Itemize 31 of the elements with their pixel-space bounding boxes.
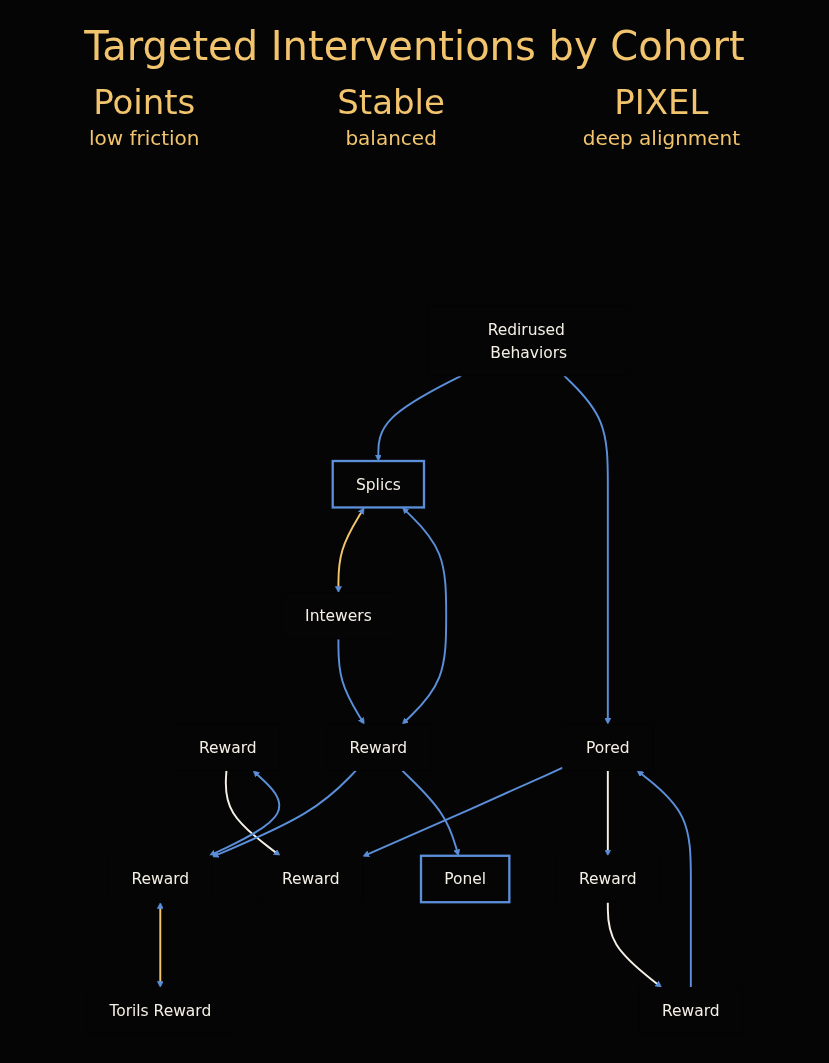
node-box: Splics xyxy=(331,459,426,509)
node-text: Reward xyxy=(579,869,637,889)
arrow xyxy=(606,901,662,988)
node-text: Intewers xyxy=(305,606,372,626)
arrow xyxy=(335,507,365,593)
arrow xyxy=(374,374,463,462)
node-box: Ponel xyxy=(419,854,511,904)
node-text: Reward xyxy=(282,869,340,889)
column-heading: Stable xyxy=(337,82,445,122)
arrow xyxy=(563,374,612,725)
title: Targeted Interventions by Cohort xyxy=(83,22,746,71)
node-text: Pored xyxy=(586,738,630,757)
column-subtitle: low friction xyxy=(88,126,200,150)
arrow xyxy=(224,769,281,857)
column-heading: Points xyxy=(92,82,197,122)
arrow xyxy=(402,507,448,725)
column-subtitle: deep alignment xyxy=(582,126,741,150)
arrow xyxy=(636,770,692,989)
arrow xyxy=(604,769,612,857)
node-text: Torils Reward xyxy=(109,1001,212,1020)
column-subtitle: balanced xyxy=(344,126,438,150)
node-text: Reward xyxy=(662,1001,720,1020)
column-heading: PIXEL xyxy=(613,82,710,122)
node-text: Reward xyxy=(349,738,408,757)
node-text: Reward xyxy=(131,869,190,889)
arrow xyxy=(209,770,281,857)
arrow xyxy=(337,638,365,725)
arrow xyxy=(156,902,164,988)
arrow xyxy=(362,766,564,857)
node-text: Redirused Behaviors xyxy=(487,320,568,362)
node-text: Reward xyxy=(198,738,257,757)
